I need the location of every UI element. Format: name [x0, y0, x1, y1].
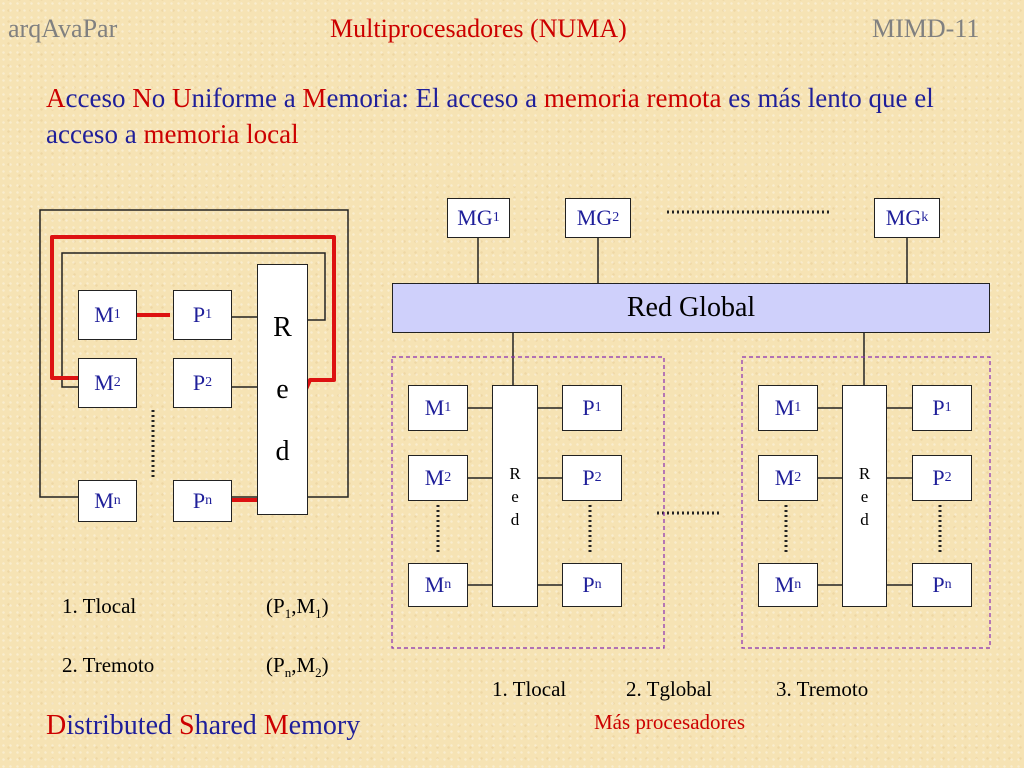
- slide-number: MIMD-11: [872, 14, 980, 43]
- footer-dsm-text: Distributed Shared Memory: [46, 710, 361, 741]
- intro-text: Acceso No Uniforme a Memoria: El acceso …: [46, 83, 934, 149]
- legend-left-item2-label: 2. Tremoto: [62, 653, 155, 677]
- legend-right-note: Más procesadores: [594, 710, 746, 734]
- course-code: arqAvaPar: [8, 14, 118, 43]
- legend-right-item2: 2. Tglobal: [626, 677, 712, 701]
- legend-left-item1-pair: (P1,M1): [266, 594, 329, 622]
- slide-title: Multiprocesadores (NUMA): [330, 14, 627, 43]
- global-network-bar: Red Global: [392, 283, 990, 333]
- legend-right-item1: 1. Tlocal: [492, 677, 567, 701]
- legend-right-item3: 3. Tremoto: [776, 677, 869, 701]
- legend-left-item2-pair: (Pn,M2): [266, 653, 329, 681]
- legend-left-item1-label: 1. Tlocal: [62, 594, 137, 618]
